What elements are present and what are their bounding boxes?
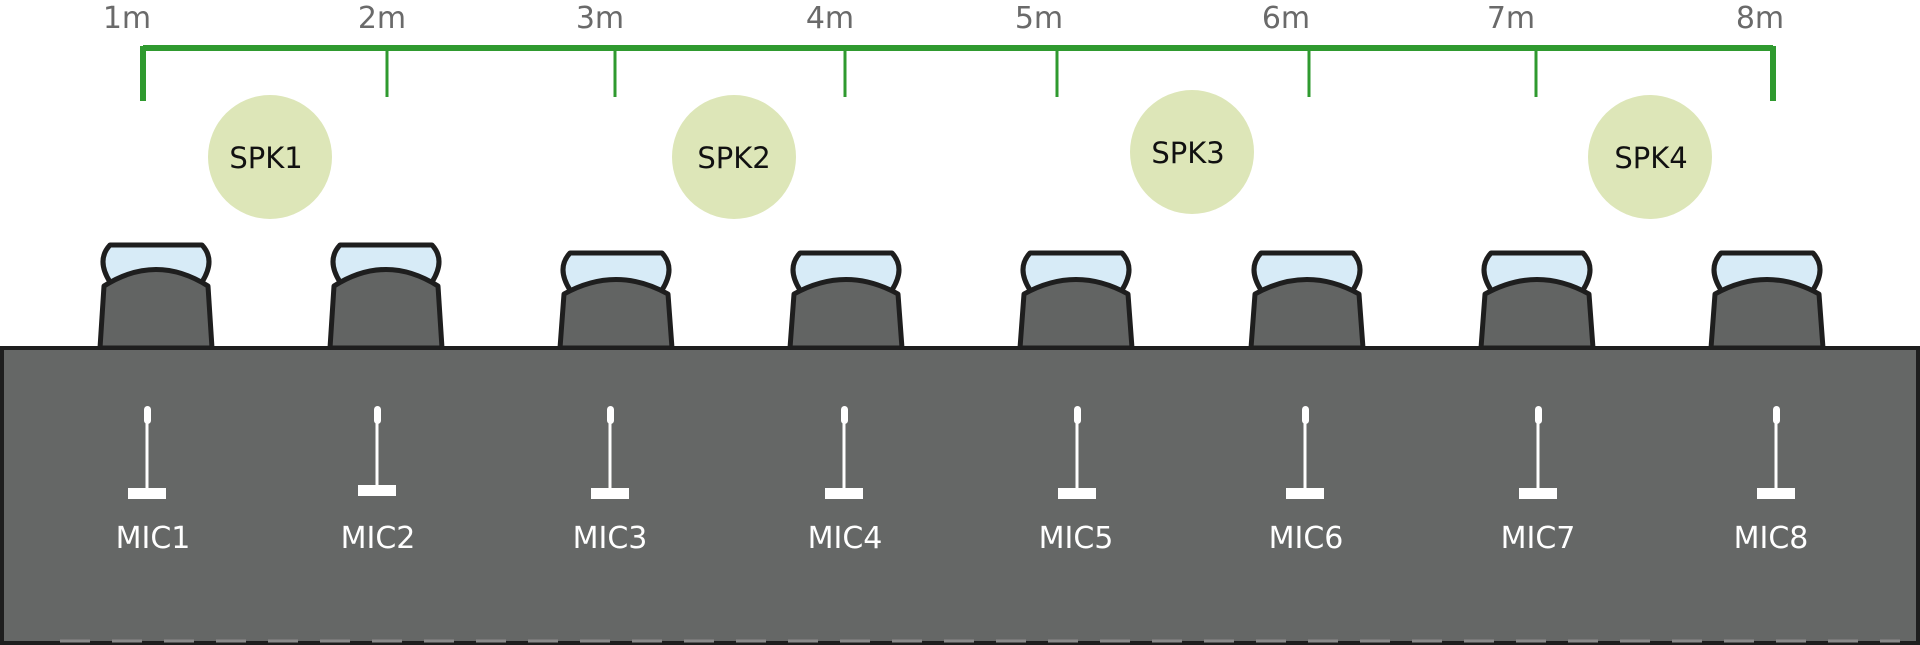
- seat-7: [1478, 250, 1596, 351]
- seat-body: [97, 267, 215, 351]
- speaker-3: SPK3: [1130, 90, 1254, 214]
- mic-5: MIC5: [1039, 406, 1114, 556]
- microphone-stand-icon: [1757, 406, 1795, 499]
- seat-5: [1017, 250, 1135, 351]
- mic-6: MIC6: [1269, 406, 1344, 556]
- table-surface: [0, 346, 1920, 645]
- seat-body: [1708, 277, 1826, 351]
- seat-body: [1017, 277, 1135, 351]
- mic-4: MIC4: [808, 406, 883, 556]
- mic-label: MIC1: [116, 521, 191, 556]
- speaker-label: SPK4: [1614, 141, 1687, 175]
- scale-label-7m: 7m: [1487, 1, 1535, 36]
- speaker-circle: [672, 95, 796, 219]
- mic-label: MIC7: [1501, 521, 1576, 556]
- seats: [97, 242, 1826, 351]
- mic-label: MIC5: [1039, 521, 1114, 556]
- microphone-stand-icon: [591, 406, 629, 499]
- mic-3: MIC3: [573, 406, 648, 556]
- seat-8: [1708, 250, 1826, 351]
- scale-label-4m: 4m: [806, 1, 854, 36]
- mic-label: MIC4: [808, 521, 883, 556]
- mic-2: MIC2: [341, 406, 416, 556]
- scale-label-2m: 2m: [358, 1, 406, 36]
- distance-scale: 1m 2m 3m 4m 5m 6m 7m 8m: [103, 1, 1784, 101]
- seat-3: [557, 250, 675, 351]
- table: [0, 346, 1920, 645]
- mic-label: MIC6: [1269, 521, 1344, 556]
- seat-body: [787, 277, 905, 351]
- seat-2: [327, 242, 445, 351]
- speaker-circle: [1130, 90, 1254, 214]
- scale-label-3m: 3m: [576, 1, 624, 36]
- microphone-stand-icon: [825, 406, 863, 499]
- speaker-label: SPK3: [1151, 136, 1224, 170]
- speaker-circle: [208, 95, 332, 219]
- mic-1: MIC1: [116, 406, 191, 556]
- microphone-stand-icon: [1519, 406, 1557, 499]
- mic-7: MIC7: [1501, 406, 1576, 556]
- microphone-stand-icon: [1286, 406, 1324, 499]
- seat-1: [97, 242, 215, 351]
- seat-4: [787, 250, 905, 351]
- scale-label-1m: 1m: [103, 1, 151, 36]
- speakers: SPK1 SPK2 SPK3 SPK4: [208, 90, 1712, 219]
- seat-body: [1248, 277, 1366, 351]
- scale-label-5m: 5m: [1015, 1, 1063, 36]
- scale-label-6m: 6m: [1262, 1, 1310, 36]
- speaker-1: SPK1: [208, 95, 332, 219]
- mic-8: MIC8: [1734, 406, 1809, 556]
- speaker-2: SPK2: [672, 95, 796, 219]
- seat-6: [1248, 250, 1366, 351]
- seat-body: [1478, 277, 1596, 351]
- speaker-label: SPK2: [697, 141, 770, 175]
- speaker-circle: [1588, 95, 1712, 219]
- microphones: MIC1 MIC2 MIC3 MIC4: [116, 406, 1809, 556]
- microphone-stand-icon: [358, 406, 396, 496]
- microphone-stand-icon: [128, 406, 166, 499]
- microphone-stand-icon: [1058, 406, 1096, 499]
- speaker-label: SPK1: [229, 141, 302, 175]
- scale-label-8m: 8m: [1736, 1, 1784, 36]
- mic-label: MIC8: [1734, 521, 1809, 556]
- mic-label: MIC3: [573, 521, 648, 556]
- speaker-4: SPK4: [1588, 95, 1712, 219]
- mic-label: MIC2: [341, 521, 416, 556]
- seat-body: [557, 277, 675, 351]
- seat-body: [327, 267, 445, 351]
